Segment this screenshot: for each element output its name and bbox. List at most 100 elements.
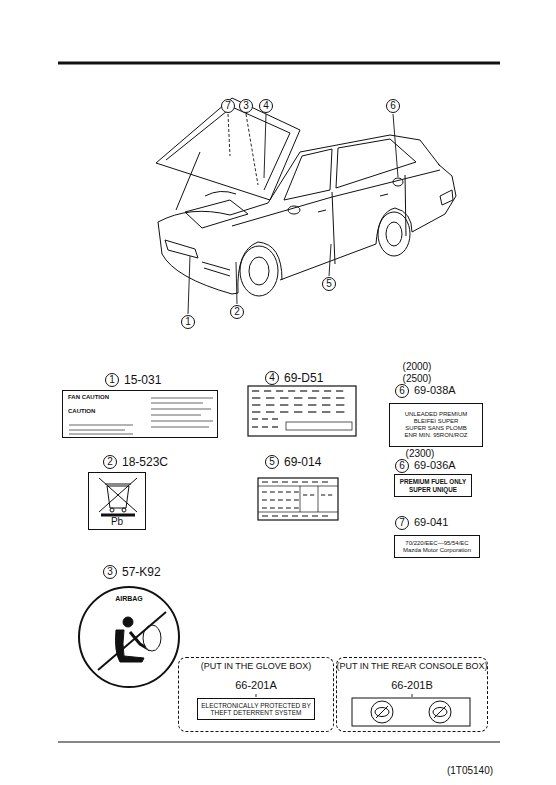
label-artwork: [69, 430, 125, 431]
dashed-region: (PUT IN THE GLOVE BOX)ELECTRONICALLY PRO…: [178, 657, 334, 732]
part-number: 69-036A: [414, 459, 456, 472]
label-69-D51: [252, 404, 260, 406]
label-69-014: [286, 507, 291, 508]
label-artwork: [99, 478, 137, 512]
label-69-D51: [324, 390, 331, 392]
label-69-014: [270, 491, 275, 492]
car-drawing: [205, 191, 236, 196]
note: (2300): [406, 448, 435, 460]
label-69-014: [272, 481, 278, 482]
label-69-D51: [336, 411, 344, 413]
note: 66-201B: [391, 679, 433, 692]
console-label: [376, 706, 388, 718]
leader-line: [412, 694, 413, 697]
car-drawing: [166, 107, 290, 190]
label-69-014: [258, 512, 338, 513]
label-69-014: [262, 515, 268, 516]
label-69-D51: [280, 397, 288, 399]
note: 66-201A: [235, 679, 277, 692]
label-69-014: [278, 507, 283, 508]
car-drawing: [202, 262, 230, 276]
label-text: 70/220/EEC—95/54/EC: [405, 540, 468, 547]
console-label: [352, 698, 470, 726]
car-drawing: [412, 164, 456, 232]
label-69-014: [312, 481, 318, 482]
label-artwork: [122, 508, 126, 512]
label-artwork: [69, 434, 133, 435]
car-drawing: [336, 139, 416, 188]
leader-line: [393, 114, 398, 177]
label-artwork: [151, 415, 201, 416]
label-69-D51: [272, 418, 278, 420]
label-69-014: [322, 481, 328, 482]
car-drawing: [280, 244, 376, 280]
car-drawing: [405, 175, 406, 236]
callout-number: 1: [105, 373, 119, 387]
label-69-D51: [276, 390, 283, 392]
label-69-D51: [262, 426, 268, 428]
car-drawing: [332, 192, 335, 264]
label-69-D51: [322, 404, 330, 406]
label-text: SUPER SANS PLOMB: [405, 425, 466, 432]
car-drawing: [318, 194, 388, 212]
console-label: [371, 701, 393, 723]
label-69-D51: [266, 411, 274, 413]
callout-number: 7: [221, 99, 235, 113]
label-text: (PUT IN THE GLOVE BOX): [201, 661, 312, 671]
car-drawing: [240, 246, 278, 296]
leader-line: [264, 114, 266, 178]
callout-number: 2: [230, 305, 244, 319]
label-69-014: [294, 491, 299, 492]
label-69-014: [258, 478, 338, 520]
label-artwork: [69, 425, 133, 426]
label-69-D51: [252, 426, 258, 428]
car-drawing: [238, 242, 282, 293]
label-69-D51: [280, 411, 288, 413]
callout-number: 3: [103, 565, 117, 579]
label-69-D51: [266, 397, 274, 399]
label-69-014: [278, 491, 283, 492]
label-69-014: [282, 515, 288, 516]
label-69-D51: [336, 397, 344, 399]
car-drawing: [165, 240, 198, 258]
car-drawing: [185, 200, 248, 228]
leader-line: [256, 694, 257, 697]
label-69-D51: [248, 386, 356, 436]
leader-line: [188, 114, 412, 697]
page-rule: [58, 62, 500, 65]
callout-number: 1: [181, 315, 195, 329]
car-drawing: [440, 190, 453, 205]
car-drawing: [393, 178, 403, 186]
label-69-014: [321, 494, 325, 495]
label-69-D51: [248, 386, 356, 436]
label-69-D51: [266, 404, 274, 406]
page-rule: [58, 63, 500, 742]
label-69-014: [310, 494, 314, 495]
callout-number: 6: [395, 459, 409, 473]
label-69-014: [302, 481, 308, 482]
label-69-D51: [252, 397, 260, 399]
part-number: 69-D51: [284, 371, 323, 385]
label-69-D51: [294, 404, 302, 406]
label-text: BLEIFEI SUPER: [414, 418, 459, 425]
label-text: UNLEADED PREMIUM: [405, 411, 468, 418]
page-rule: [58, 741, 500, 742]
car-drawing: [376, 208, 412, 244]
label-69-014: [312, 515, 318, 516]
caution-label: FAN CAUTIONCAUTION: [62, 390, 218, 438]
leader-line: [228, 114, 230, 156]
car-drawing: [284, 149, 332, 200]
label-69-D51: [322, 411, 330, 413]
label-69-014: [278, 499, 283, 500]
label-69-D51: [252, 418, 258, 420]
label-69-D51: [322, 397, 330, 399]
part-number: 15-031: [124, 373, 161, 387]
label-artwork: [98, 612, 166, 670]
note: (2000): [403, 361, 432, 373]
label-text: CAUTION: [68, 408, 95, 415]
label-69-D51: [308, 404, 316, 406]
label-69-D51: [308, 411, 316, 413]
part-number: 18-523C: [122, 455, 168, 469]
car-drawing: [386, 222, 402, 246]
car-drawing: [158, 203, 268, 222]
